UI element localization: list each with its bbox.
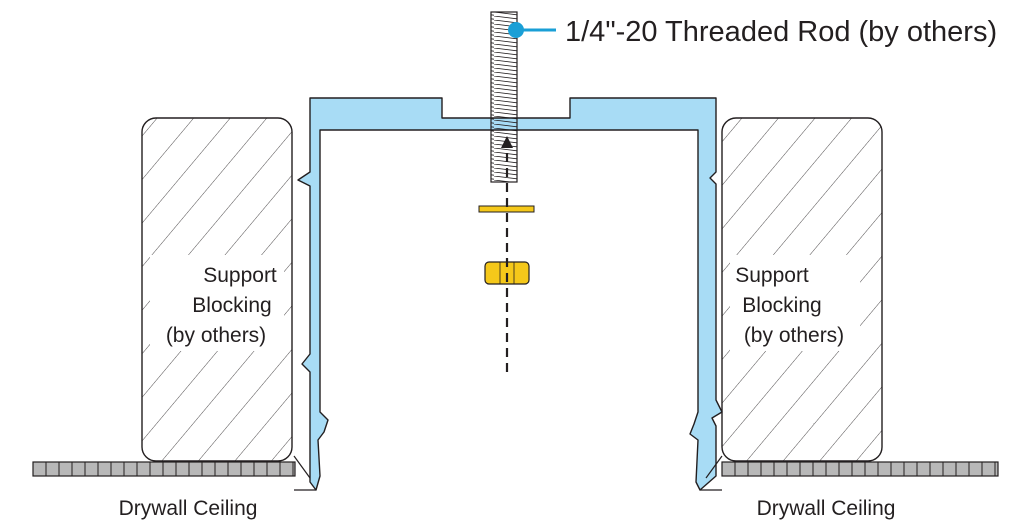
rod-callout-label: 1/4"-20 Threaded Rod (by others) (565, 16, 997, 48)
install-direction-arrow (501, 136, 513, 372)
blocking-right-line3: (by others) (744, 324, 844, 347)
blocking-left-label: Support Blocking (by others) (166, 264, 277, 347)
blocking-left-line3: (by others) (166, 324, 266, 347)
blocking-right-label: Support Blocking (by others) (735, 264, 844, 347)
channel-housing (293, 97, 723, 491)
rod-callout: 1/4"-20 Threaded Rod (by others) (508, 16, 997, 48)
blocking-right-line1: Support (735, 264, 809, 287)
support-blocking-left (141, 117, 293, 462)
blocking-left-line1: Support (203, 264, 277, 287)
blocking-left-line2: Blocking (192, 294, 271, 317)
drywall-left (32, 461, 296, 477)
ceiling-left-label: Drywall Ceiling (119, 497, 258, 520)
blocking-right-line2: Blocking (742, 294, 821, 317)
ceiling-right-label: Drywall Ceiling (757, 497, 896, 520)
drywall-right (721, 461, 999, 477)
threaded-rod (490, 11, 518, 183)
support-blocking-right (721, 117, 883, 462)
